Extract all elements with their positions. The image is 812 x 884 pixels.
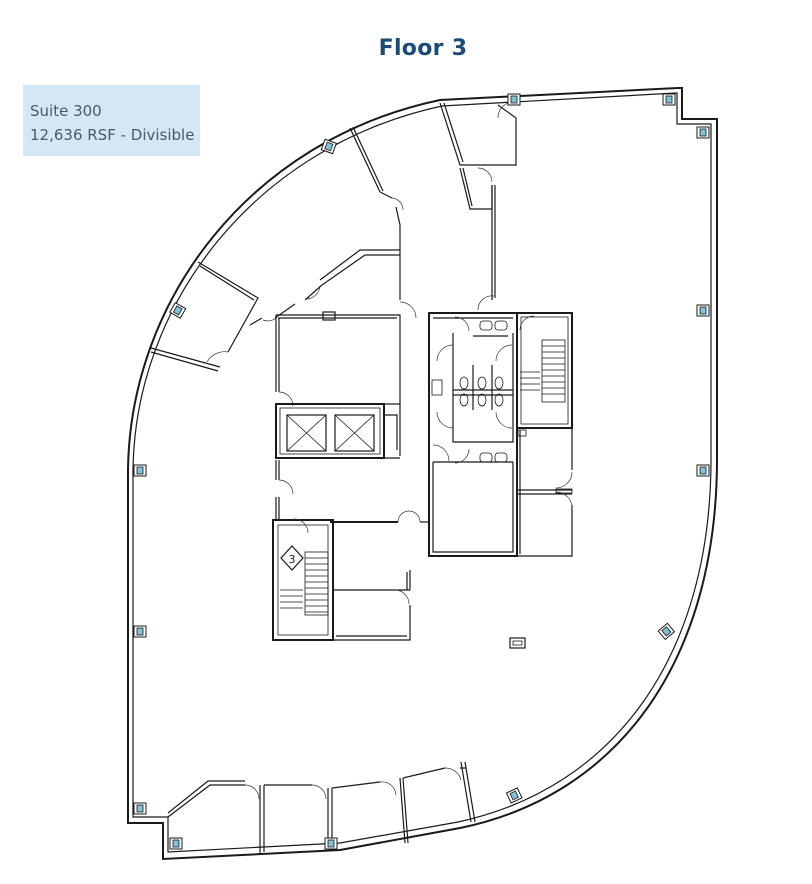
column-marker <box>133 464 147 477</box>
restroom-core <box>428 312 518 557</box>
column-marker <box>320 138 337 155</box>
structural-columns <box>133 93 710 850</box>
floor-box-inner <box>512 640 523 646</box>
column-marker <box>169 837 183 850</box>
exterior-wall-outer <box>127 87 718 861</box>
floor-title: Floor 3 <box>378 36 468 61</box>
column-marker <box>696 304 710 317</box>
column-marker <box>696 126 710 139</box>
suite-name: Suite 300 <box>30 102 102 120</box>
floor-box-icon <box>509 637 526 649</box>
column-marker <box>662 93 676 106</box>
suite-area: 12,636 RSF - Divisible <box>30 126 195 144</box>
core-storage <box>332 522 411 641</box>
column-marker <box>133 802 147 815</box>
south-offices <box>167 761 476 853</box>
column-marker <box>133 625 147 638</box>
elevator-bank <box>275 403 401 459</box>
stair-number: 3 <box>289 553 296 566</box>
stair-west <box>272 518 334 641</box>
core-east-rooms <box>517 427 573 557</box>
column-marker <box>507 93 521 106</box>
core-west <box>275 301 417 407</box>
stair-east <box>516 312 573 437</box>
core-corridor <box>275 460 430 523</box>
suite-info-box: Suite 300 12,636 RSF - Divisible <box>23 85 200 156</box>
north-office <box>439 101 517 311</box>
column-marker <box>169 301 187 319</box>
column-marker <box>657 622 676 641</box>
exterior-wall-inner <box>132 92 712 853</box>
column-marker <box>324 837 338 850</box>
column-marker <box>505 787 523 804</box>
nw-offices <box>150 126 404 372</box>
column-marker <box>696 464 710 477</box>
